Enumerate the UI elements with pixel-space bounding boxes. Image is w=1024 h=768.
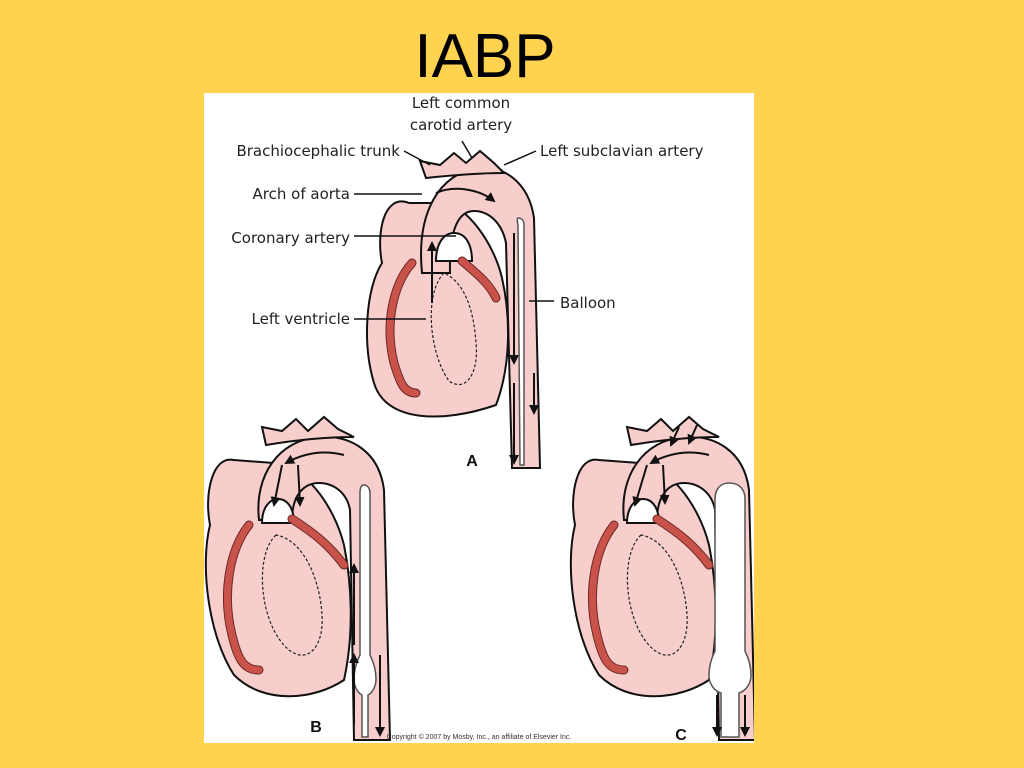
label-balloon: Balloon bbox=[560, 294, 616, 312]
iabp-figure: Left common carotid artery Brachiocephal… bbox=[204, 93, 754, 743]
label-left-ventricle: Left ventricle bbox=[252, 310, 350, 328]
coronary-left-c bbox=[589, 521, 628, 674]
balloon-a bbox=[516, 217, 525, 466]
panel-letter-b: B bbox=[310, 719, 322, 736]
balloon-c bbox=[708, 482, 752, 738]
panel-c: C bbox=[569, 415, 754, 743]
ventricle-outline-b bbox=[261, 534, 323, 656]
coronary-right-b bbox=[288, 515, 348, 569]
heart-b bbox=[204, 458, 352, 698]
label-left-common-carotid-2: carotid artery bbox=[410, 116, 512, 134]
label-brachiocephalic-trunk: Brachiocephalic trunk bbox=[236, 142, 400, 160]
arch-branches-b bbox=[260, 415, 355, 447]
panel-a: Left common carotid artery Brachiocephal… bbox=[231, 94, 703, 470]
ventricle-outline-c bbox=[626, 534, 688, 656]
slide-title: IABP bbox=[414, 22, 556, 91]
balloon-b bbox=[353, 484, 377, 738]
panel-letter-c: C bbox=[675, 727, 687, 743]
heart-c bbox=[569, 458, 717, 698]
coronary-right-c bbox=[653, 515, 713, 569]
arch-branches-a bbox=[418, 149, 507, 180]
coronary-right-a bbox=[458, 257, 500, 302]
aortic-root-a bbox=[434, 231, 474, 262]
copyright-notice: Copyright © 2007 by Mosby, Inc., an affi… bbox=[387, 733, 572, 741]
panel-letter-a: A bbox=[466, 453, 478, 470]
arch-branches-c bbox=[625, 415, 720, 447]
label-arch-of-aorta: Arch of aorta bbox=[253, 185, 350, 203]
heart-a bbox=[366, 200, 510, 418]
label-left-subclavian-artery: Left subclavian artery bbox=[540, 142, 704, 160]
panel-b: B bbox=[204, 415, 392, 741]
coronary-left-b bbox=[224, 521, 263, 674]
iabp-diagram: Left common carotid artery Brachiocephal… bbox=[204, 94, 754, 743]
label-coronary-artery: Coronary artery bbox=[231, 229, 350, 247]
label-left-common-carotid-1: Left common bbox=[412, 94, 510, 112]
coronary-left-a bbox=[386, 259, 420, 397]
ventricle-outline-a bbox=[430, 272, 478, 386]
